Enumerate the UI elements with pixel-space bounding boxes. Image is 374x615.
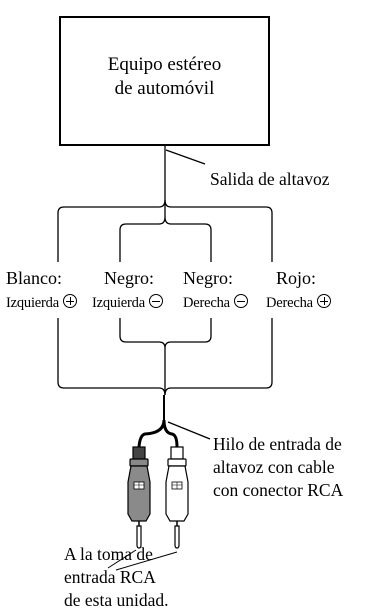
car-stereo-label-line2: de automóvil — [114, 78, 215, 99]
cable-label-line3: con conector RCA — [213, 480, 344, 500]
jack-callout-leader-left — [107, 549, 137, 569]
wire-label-red-side-text: Derecha — [266, 295, 313, 311]
inner-brace-bottom — [119, 318, 212, 349]
jack-label-line1: A la toma de — [64, 544, 153, 564]
minus-icon — [234, 294, 249, 308]
wire-label-white-side: Izquierda — [6, 294, 78, 312]
wire-label-white-color: Blanco: — [6, 268, 62, 288]
speaker-output-label: Salida de altavoz — [210, 169, 330, 189]
wire-label-black-left-color: Negro: — [104, 268, 154, 288]
jack-label-line2: entrada RCA — [64, 567, 156, 587]
plus-icon — [63, 294, 78, 308]
rca-plug-right — [165, 446, 189, 549]
rca-plug-left — [127, 446, 151, 549]
cable-callout-leader — [167, 421, 211, 440]
wire-label-black-right-side: Derecha — [183, 294, 249, 312]
plus-icon — [317, 294, 332, 308]
rca-cable-left — [137, 419, 166, 448]
rca-cable-right — [162, 419, 179, 448]
jack-label: A la toma de entrada RCA de esta unidad. — [64, 543, 168, 612]
wire-label-red-side: Derecha — [266, 294, 332, 312]
inner-brace-top — [119, 216, 212, 262]
minus-icon — [149, 294, 164, 308]
car-stereo-label: Equipo estéreo de automóvil — [59, 53, 270, 101]
wire-label-red-color: Rojo: — [276, 268, 317, 288]
jack-callout-leader-right — [115, 551, 178, 571]
car-stereo-label-line1: Equipo estéreo — [107, 54, 222, 75]
wire-label-black-left-side-text: Izquierda — [92, 295, 145, 311]
wire-label-black-right-side-text: Derecha — [183, 295, 230, 311]
cable-label-line2: altavoz con cable — [213, 457, 335, 477]
car-stereo-box — [59, 16, 270, 146]
cable-label-line1: Hilo de entrada de — [213, 434, 342, 454]
wire-label-black-left-side: Izquierda — [92, 294, 164, 312]
jack-label-line3: de esta unidad. — [64, 590, 169, 610]
wire-label-black-right-color: Negro: — [183, 268, 233, 288]
speaker-output-leader — [165, 149, 206, 165]
cable-label: Hilo de entrada de altavoz con cable con… — [213, 433, 343, 502]
wire-label-white-side-text: Izquierda — [6, 295, 59, 311]
